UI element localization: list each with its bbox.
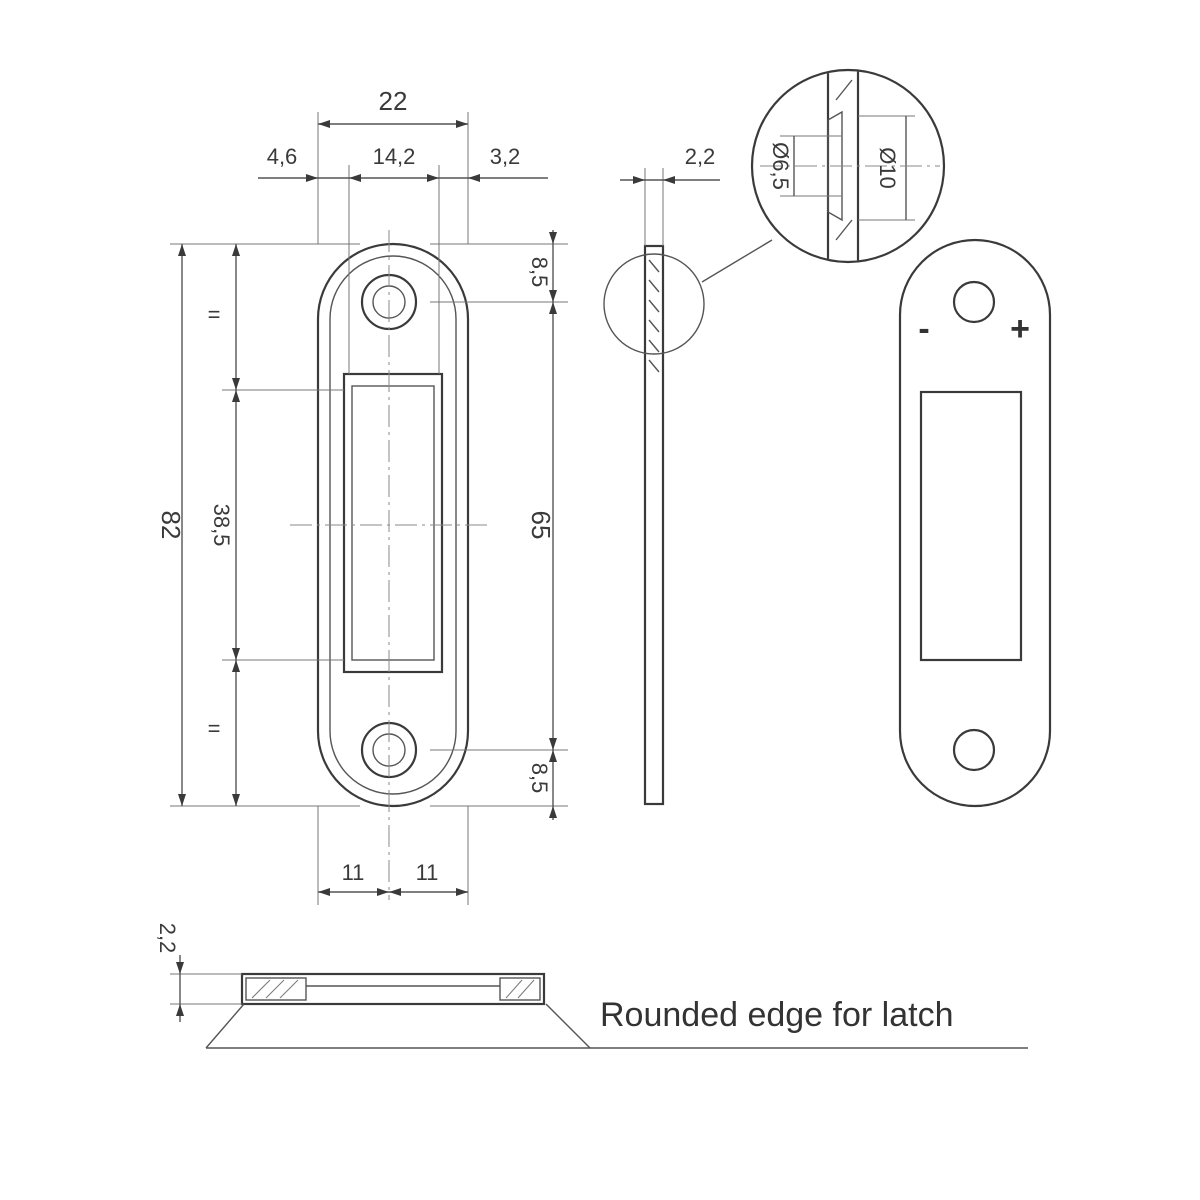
detail-callout-small (603, 253, 705, 355)
section-view: 2,2 Rounded edge for latch (155, 923, 1028, 1049)
left-dimensions: 82 38,5 = = (156, 243, 360, 807)
polarity-slot (919, 390, 1023, 662)
dim-equal-bottom: = (208, 716, 221, 741)
right-dimensions: 8,5 65 8,5 (430, 230, 568, 820)
bottom-dimensions: 11 11 (317, 806, 469, 905)
rounded-edge-label: Rounded edge for latch (600, 996, 953, 1034)
section-body (240, 972, 546, 1006)
section-right-hatch (499, 977, 541, 1001)
dim-top-hole-offset: 8,5 (527, 257, 552, 288)
polarity-top-hole (952, 280, 996, 324)
minus-sign: - (918, 310, 929, 348)
latch-slot (342, 372, 444, 674)
front-view (290, 230, 490, 900)
dim-half-width-left: 11 (342, 860, 365, 885)
dim-detail-inner-dia: Ø6,5 (768, 142, 793, 190)
detail-view: Ø6,5 Ø10 (750, 68, 946, 264)
latch-slot-inner (351, 385, 435, 661)
dim-slot-length: 38,5 (209, 504, 234, 547)
side-profile (643, 244, 665, 806)
dim-equal-top: = (208, 302, 221, 327)
dim-overall-width: 22 (379, 86, 408, 116)
dim-bottom-thickness: 2,2 (155, 923, 180, 954)
polarity-bottom-hole (952, 728, 996, 772)
section-left-hatch (245, 977, 307, 1001)
dim-side-thickness: 2,2 (685, 144, 716, 169)
detail-callout-large (750, 68, 946, 264)
dim-detail-outer-dia: Ø10 (875, 147, 900, 189)
dim-half-width-right: 11 (416, 860, 439, 885)
dim-slot-width: 14,2 (373, 144, 416, 169)
plus-sign: + (1010, 310, 1030, 348)
top-dimensions: 22 4,6 14,2 3,2 (258, 86, 548, 374)
dim-bottom-hole-offset: 8,5 (527, 763, 552, 794)
dim-left-offset: 4,6 (267, 144, 298, 169)
dim-right-offset: 3,2 (490, 144, 521, 169)
side-view: 2,2 (603, 144, 773, 806)
polarity-view: - + (898, 238, 1052, 808)
dim-hole-spacing: 65 (526, 511, 556, 540)
dim-overall-length: 82 (156, 511, 186, 540)
polarity-plate-outline (898, 238, 1052, 808)
